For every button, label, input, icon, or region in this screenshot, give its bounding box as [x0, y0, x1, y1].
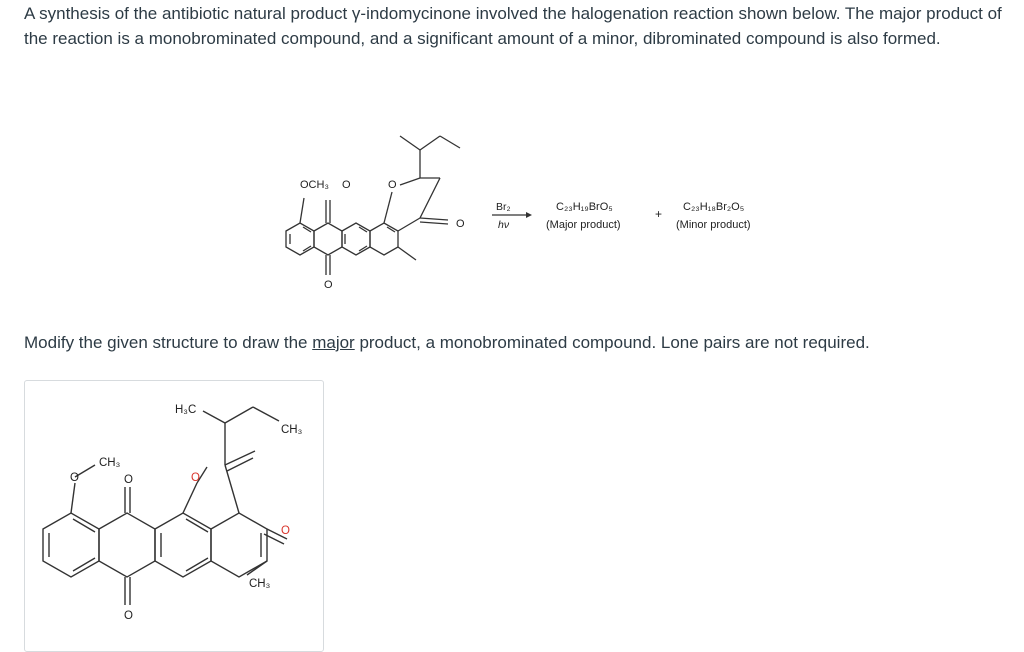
- bottom-oxygen-label: O: [324, 279, 333, 291]
- reagent-br2: Br₂: [496, 201, 511, 213]
- minor-label: (Minor product): [676, 219, 751, 231]
- editor-methoxy-oxygen[interactable]: O: [70, 472, 79, 484]
- editor-ch3-top-label[interactable]: CH₃: [281, 424, 303, 436]
- editable-structure-bonds: [42, 406, 288, 605]
- instruction-text: Modify the given structure to draw the m…: [24, 333, 870, 352]
- editor-h3c-label[interactable]: H₃C: [175, 404, 196, 416]
- editor-ch3-methoxy-label[interactable]: CH₃: [99, 457, 121, 469]
- reaction-scheme: OCH₃ O O O O Br₂ hν C₂₃H₁₉BrO₅ (Major pr…: [270, 120, 790, 300]
- editor-ch3-bottom-label[interactable]: CH₃: [249, 578, 271, 590]
- major-label: (Major product): [546, 219, 621, 231]
- och3-label: OCH₃: [300, 179, 329, 191]
- reaction-scheme-svg: OCH₃ O O O O Br₂ hν C₂₃H₁₉BrO₅ (Major pr…: [285, 135, 751, 291]
- question-text: A synthesis of the antibiotic natural pr…: [24, 4, 1002, 48]
- carbonyl-oxygen-label: O: [456, 218, 465, 230]
- editor-bottom-ketone-oxygen[interactable]: O: [124, 610, 133, 622]
- editor-carbonyl-oxygen[interactable]: O: [281, 525, 290, 537]
- ring-oxygen-label: O: [388, 179, 397, 191]
- starting-material-bonds: [285, 135, 461, 275]
- arrow-head: [526, 212, 532, 218]
- structure-editor-canvas[interactable]: H₃C CH₃ CH₃ O O O O CH₃ O: [24, 380, 324, 652]
- minor-formula: C₂₃H₁₈Br₂O₅: [683, 201, 744, 213]
- plus-sign: +: [655, 207, 662, 221]
- reagent-hv: hν: [498, 219, 510, 231]
- editor-structure-svg: H₃C CH₃ CH₃ O O O O CH₃ O: [42, 404, 303, 622]
- editor-ring-oxygen[interactable]: O: [191, 472, 200, 484]
- editor-top-ketone-oxygen[interactable]: O: [124, 474, 133, 486]
- instruction-emphasis: major: [312, 333, 355, 352]
- top-oxygen-label: O: [342, 179, 351, 191]
- major-formula: C₂₃H₁₉BrO₅: [556, 201, 613, 213]
